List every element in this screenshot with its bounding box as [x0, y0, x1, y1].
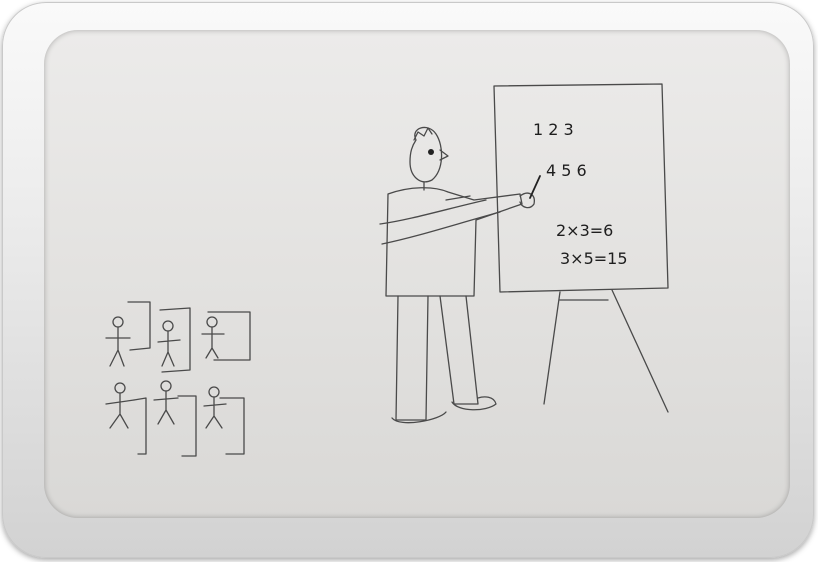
- student-figure-1: [105, 316, 131, 367]
- teacher-mouth: [439, 149, 449, 161]
- easel-leg-right: [611, 289, 669, 413]
- desk-1: [127, 301, 151, 351]
- students-group: [105, 301, 251, 457]
- desk-2: [159, 307, 191, 373]
- teacher-leg-right: [439, 295, 479, 405]
- desk-5: [177, 395, 197, 457]
- board-equation-2: 3×5=15: [560, 249, 628, 268]
- desk-3: [207, 311, 251, 361]
- teacher-shoe-left: [391, 411, 447, 424]
- desk-4: [133, 397, 147, 455]
- board-frame: [493, 83, 669, 293]
- whiteboard: [493, 83, 669, 413]
- paper-sheet: [44, 30, 790, 518]
- easel-leg-left: [543, 291, 561, 405]
- desk-6: [219, 397, 245, 455]
- teacher-hair: [413, 127, 433, 141]
- student-figure-3: [201, 316, 225, 359]
- student-figure-5: [153, 380, 179, 425]
- marker: [529, 175, 541, 199]
- teacher-hand: [519, 192, 535, 209]
- student-figure-4: [105, 382, 135, 429]
- student-figure-2: [157, 320, 181, 367]
- teacher-eye: [428, 149, 434, 155]
- teacher-figure: [379, 126, 541, 424]
- student-figure-6: [203, 386, 227, 429]
- board-equation-1: 2×3=6: [556, 221, 613, 240]
- teacher-shoe-right: [451, 396, 497, 411]
- teacher-leg-left: [395, 295, 429, 421]
- teacher-head: [409, 126, 443, 183]
- board-numbers-row-1: 1 2 3: [533, 120, 574, 139]
- teacher-torso: [385, 187, 523, 297]
- board-numbers-row-2: 4 5 6: [546, 161, 587, 180]
